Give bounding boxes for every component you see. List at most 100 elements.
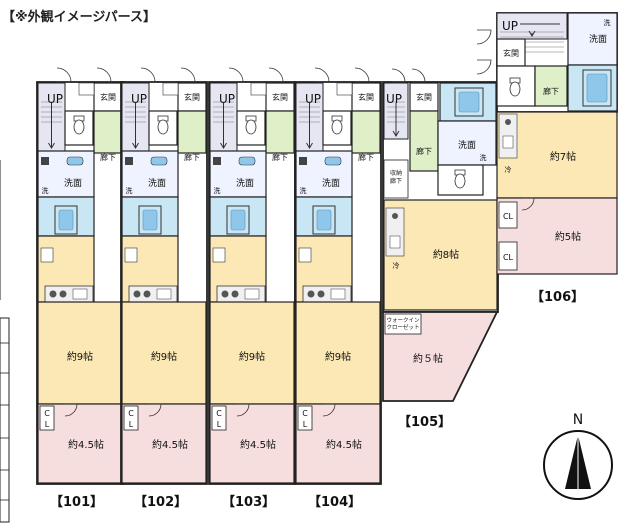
stove-icon [392,213,398,219]
north-label: N [573,412,583,428]
sub-room-104 [295,403,381,484]
entrance-door [411,68,426,83]
toilet-icon [509,77,521,97]
main-room-label: 約9帖 [151,350,177,363]
sink-icon [502,135,514,149]
walkin-label: ウォークインクローゼット [386,316,420,331]
kitchen-counter-104 [302,285,352,303]
sink-icon [389,235,401,249]
entrance-label: 玄関 [100,92,116,102]
toilet-icon [73,115,85,135]
washroom-label: 洗面 [64,177,82,189]
compass-ring [543,430,613,500]
walkin-closet-105 [384,313,422,335]
kitchen-counter-103 [216,285,266,303]
closet-106b [498,241,518,271]
unit-label-104: 【104】 [308,495,362,510]
washroom-106 [567,12,618,66]
stair-door [140,67,156,83]
entrance-label: 玄関 [503,48,519,58]
entrance-label: 玄関 [184,92,200,102]
closet-101 [39,405,55,431]
sink-icon [238,156,256,166]
shoe-box [162,82,179,96]
sub-room-label: 約4.5帖 [240,438,276,451]
toilet-icon [157,115,169,135]
up-label: UP [502,19,518,33]
unit-label-106: 【106】 [531,290,585,305]
washroom-label: 洗面 [458,139,476,151]
washroom-label: 洗面 [322,177,340,189]
unit-label-102: 【102】 [134,495,188,510]
hallway-label: 廊下 [184,152,200,162]
entrance-door [476,29,492,45]
fridge-label: 冷 [505,165,512,174]
washroom-label: 洗面 [236,177,254,189]
closet-l: L [45,420,50,429]
sink-icon [66,156,84,166]
washer-icon [299,157,307,165]
fridge-icon [40,247,54,263]
entrance-door [268,67,284,83]
room-door [64,403,78,417]
closet-l: L [217,420,222,429]
edge-table [0,317,10,523]
washroom-label: 洗面 [148,177,166,189]
entrance-label: 玄関 [358,92,374,102]
hallway-label: 廊下 [543,86,559,96]
hallway-label: 廊下 [100,152,116,162]
hallway-102 [177,110,207,154]
closet-102 [123,405,139,431]
main-room-label: 約8帖 [433,248,459,261]
sub-room-label: 約5帖 [555,230,581,243]
sub-room-label: 約4.5帖 [326,438,362,451]
sub-room-label: 約4.5帖 [152,438,188,451]
main-room-103 [209,301,295,405]
fridge-label: 冷 [393,261,400,270]
main-room-label: 約9帖 [67,350,93,363]
kitchen-counter-101 [44,285,94,303]
closet-106a [498,201,518,229]
room-door [236,403,250,417]
sub-room-label: 約５帖 [413,352,443,365]
entrance-door [354,67,370,83]
unit-label-105: 【105】 [398,415,452,430]
wash-label: 洗 [214,186,221,195]
room-door [521,197,535,211]
closet-103 [211,405,227,431]
toilet-icon [454,169,466,189]
closet-c: C [128,409,134,418]
stair-door [228,67,244,83]
closet-l: L [129,420,134,429]
stair-door [391,68,406,83]
main-room-label: 約9帖 [325,350,351,363]
wash-label: 洗 [126,186,133,195]
wash-label: 洗 [604,18,611,27]
wash-label: 洗 [300,186,307,195]
hallway-label: 廊下 [272,152,288,162]
washer-icon [41,157,49,165]
entrance-label: 玄関 [272,92,288,102]
main-room-104 [295,301,381,405]
closet-c: C [302,409,308,418]
fridge-icon [298,247,312,263]
closet-label: CL [503,212,514,221]
up-label: UP [219,92,235,106]
up-label: UP [47,92,63,106]
entrance-door [180,67,196,83]
toilet-icon [331,115,343,135]
hallway-106 [534,65,568,107]
main-room-label: 約7帖 [550,150,576,163]
hallway-101 [93,110,123,154]
closet-c: C [216,409,222,418]
fridge-icon [212,247,226,263]
washroom-label: 洗面 [589,33,607,45]
side-door [476,59,492,75]
main-room-label: 約9帖 [239,350,265,363]
hallway-104 [351,110,381,154]
storage-label: 収納廊下 [390,169,402,185]
closet-104 [297,405,313,431]
up-label: UP [131,92,147,106]
closet-l: L [303,420,308,429]
